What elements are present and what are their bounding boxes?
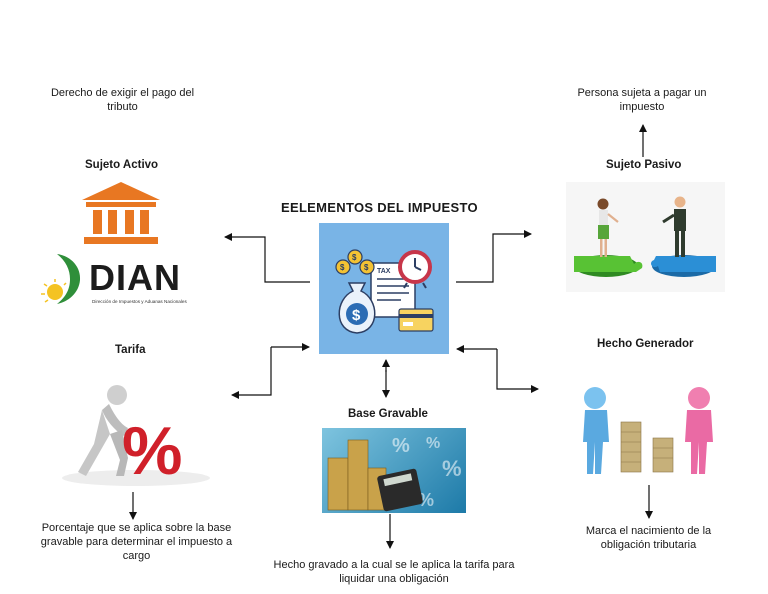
svg-text:%: % <box>442 456 462 481</box>
people-on-puzzle-pieces-icon <box>566 182 725 292</box>
svg-text:$: $ <box>352 307 361 324</box>
sujeto-pasivo-title: Sujeto Pasivo <box>606 159 682 171</box>
diagram-title: EELEMENTOS DEL IMPUESTO <box>281 200 478 215</box>
center-tax-image: TAX $ $ $ $ <box>319 223 449 354</box>
dian-logo-subtext: Dirección de Impuestos y Aduanas Naciona… <box>92 299 187 304</box>
svg-text:%: % <box>426 435 440 452</box>
tarifa-description: Porcentaje que se aplica sobre la base g… <box>40 522 233 562</box>
arrow-to-sujeto-pasivo <box>456 230 532 283</box>
svg-text:$: $ <box>352 253 357 262</box>
credit-card-icon <box>398 308 434 332</box>
tarifa-title: Tarifa <box>115 344 146 356</box>
arrow-to-sujeto-activo <box>224 233 310 283</box>
svg-text:$: $ <box>340 263 345 272</box>
dian-logo: DIAN Dirección de Impuestos y Aduanas Na… <box>38 250 208 308</box>
base-gravable-description: Hecho gravado a la cual se le aplica la … <box>273 559 515 585</box>
sujeto-activo-title: Sujeto Activo <box>85 159 159 171</box>
base-gravable-title: Base Gravable <box>348 408 428 420</box>
person-pushing-percent-icon: % <box>54 364 214 490</box>
svg-text:$: $ <box>364 263 369 272</box>
dian-logo-text: DIAN <box>89 257 181 298</box>
coin-icon: $ $ $ <box>335 249 375 275</box>
figures-with-coin-stacks-icon <box>573 380 723 481</box>
tax-label: TAX <box>377 268 391 275</box>
sujeto-activo-description: Derecho de exigir el pago del tributo <box>50 87 195 113</box>
coins-calculator-icon: % % % % % <box>322 428 466 513</box>
arrow-to-tarifa <box>231 347 272 399</box>
arrow-to-hecho-generador <box>496 349 539 393</box>
money-bag-icon: $ <box>338 282 376 334</box>
percent-symbol: % <box>122 413 182 489</box>
clock-icon <box>398 250 432 289</box>
sujeto-pasivo-description: Persona sujeta a pagar un impuesto <box>577 87 707 113</box>
svg-text:%: % <box>392 435 410 457</box>
hecho-generador-title: Hecho Generador <box>597 338 694 350</box>
svg-text:%: % <box>418 490 434 510</box>
hecho-generador-description: Marca el nacimiento de la obligación tri… <box>585 525 712 551</box>
government-building-icon <box>78 180 164 246</box>
